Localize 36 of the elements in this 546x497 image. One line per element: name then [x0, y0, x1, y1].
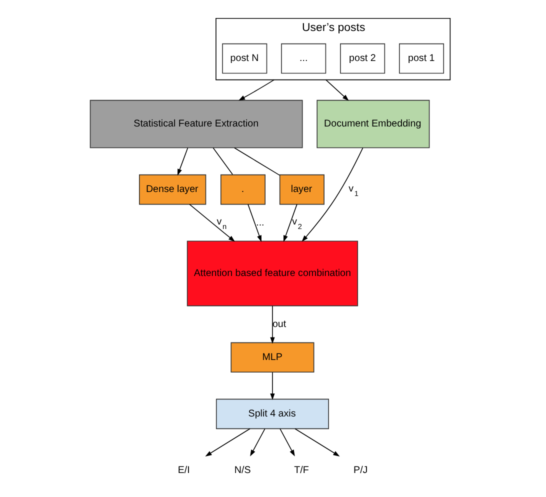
arrow [250, 428, 265, 456]
node-text: T/F [294, 464, 308, 476]
arrow [270, 372, 274, 400]
edge-label: v$_{2}$ [292, 216, 302, 231]
node-box: post N [222, 43, 267, 74]
arrow [238, 79, 274, 101]
edge-label: v$_{n}$ [216, 216, 226, 231]
arrow [282, 204, 297, 242]
node-box: Statistical Feature Extraction [89, 100, 302, 148]
node-text: N/S [234, 464, 250, 476]
arrow [204, 428, 250, 456]
connector [212, 148, 232, 175]
node-box: MLP [230, 342, 314, 373]
arrow [176, 148, 188, 176]
node-box: post 2 [340, 43, 385, 74]
arrow [188, 204, 234, 242]
arrow [279, 428, 294, 456]
edge-label: ... [256, 217, 264, 228]
connector [234, 148, 280, 176]
node-box: post 1 [398, 43, 444, 74]
edge-label: out [272, 318, 286, 330]
node-box: . [220, 174, 266, 205]
arrow [301, 147, 363, 242]
node-box: Document Embedding [316, 100, 430, 148]
node-box: Split 4 axis [215, 398, 328, 430]
edge-label: v$_{1}$ [348, 183, 358, 198]
node-box: Attention based feature combination [186, 240, 358, 306]
node-box: layer [278, 174, 324, 205]
node-text: P/J [353, 464, 368, 476]
arrow [324, 79, 348, 101]
arrow [270, 305, 274, 344]
arrow [294, 428, 340, 456]
node-text: E/I [177, 464, 190, 476]
node-box: Dense layer [138, 174, 206, 205]
node-box: ... [280, 43, 326, 74]
arrow [247, 204, 261, 242]
